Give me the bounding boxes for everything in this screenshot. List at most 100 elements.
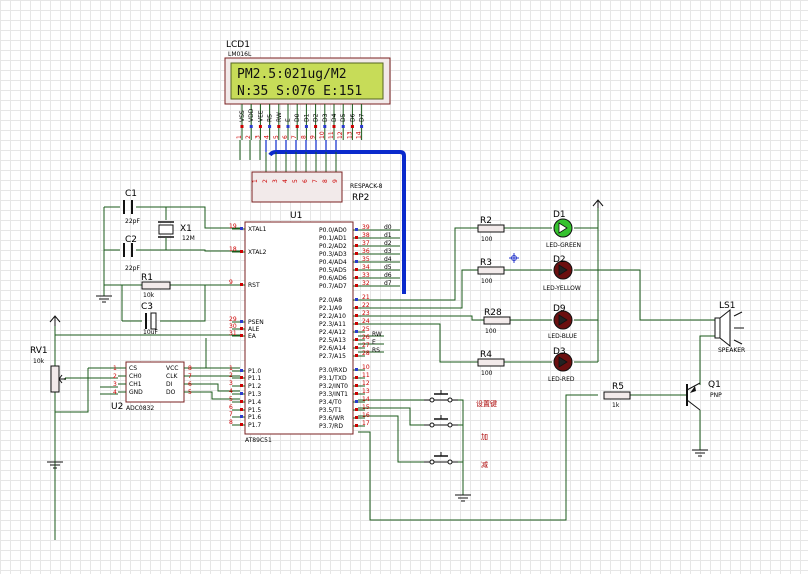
respack-pin-number: 5: [292, 179, 299, 183]
mcu-pin-name: XTAL2: [248, 249, 267, 256]
mcu-pin-number: 14: [362, 396, 370, 403]
lcd-pin-marker: [249, 125, 253, 128]
mcu-pin-marker: [240, 283, 243, 286]
mcu-pin-name: P3.4/T0: [319, 399, 342, 406]
mcu-pin-name: ALE: [248, 326, 259, 333]
net-label: RS: [372, 347, 380, 354]
lcd-pin-number: 6: [282, 135, 289, 139]
speaker-ls1[interactable]: LS1 SPEAKER: [714, 301, 745, 354]
lcd-pin-name: E: [285, 118, 292, 122]
r1-value: 10k: [143, 292, 155, 299]
r28-ref: R28: [484, 308, 502, 318]
mcu-pin-name: P0.3/AD3: [319, 251, 347, 258]
resistor-r2[interactable]: R2 100: [477, 216, 505, 243]
respack-pin-number: 1: [252, 179, 259, 183]
mcu-pin-name: P0.6/AD6: [319, 275, 347, 282]
transistor-q1[interactable]: Q1 PNP: [686, 380, 722, 411]
resistor-r4[interactable]: R4 100: [477, 350, 505, 377]
mcu-pin-number: 3: [229, 380, 233, 387]
mcu-pin-name: PSEN: [248, 319, 264, 326]
adc-pin-number: 3: [113, 381, 117, 388]
mcu-pin-name: P1.4: [248, 399, 261, 406]
d1-ref: D1: [553, 210, 566, 220]
bus-label: d7: [384, 280, 392, 287]
potentiometer-rv1[interactable]: RV1 10k: [30, 346, 66, 393]
resistor-r5[interactable]: R5 1k: [603, 382, 631, 409]
mcu-pin-name: P0.0/AD0: [319, 227, 347, 234]
mcu-pin-name: XTAL1: [248, 226, 267, 233]
mcu-pin-number: 39: [362, 224, 370, 231]
lcd-pin-marker: [314, 125, 318, 128]
mcu-pin-number: 21: [362, 294, 370, 301]
led-d9-blue[interactable]: D9 LED-BLUE: [548, 304, 577, 340]
mcu-pin-number: 11: [362, 372, 370, 379]
resistor-r28[interactable]: R28 100: [483, 308, 511, 335]
mcu-pin-number: 28: [362, 350, 370, 357]
bus-label: d1: [384, 232, 392, 239]
button-plus[interactable]: 加: [424, 415, 488, 441]
resistor-r1[interactable]: R1 10k: [141, 273, 171, 299]
lcd-pin-number: 5: [273, 135, 280, 139]
button-minus[interactable]: 减: [424, 452, 488, 469]
mcu-pin-name: P1.2: [248, 383, 261, 390]
mcu-pin-marker: [355, 400, 358, 403]
resistor-r3[interactable]: R3 100: [477, 258, 505, 285]
respack-pin-number: 8: [322, 179, 329, 183]
mcu-pin-marker: [355, 338, 358, 341]
lcd-display[interactable]: LCD1 LM016L PM2.5:021ug/M2 N:35 S:076 E:…: [224, 40, 391, 140]
mcu-pin-marker: [355, 306, 358, 309]
x1-ref: X1: [180, 224, 192, 234]
lcd-pin-number: 3: [254, 135, 261, 139]
mcu-pin-marker: [355, 408, 358, 411]
adc-pin-number: 7: [188, 373, 192, 380]
d9-value: LED-BLUE: [548, 333, 577, 340]
x1-value: 12M: [182, 235, 195, 242]
capacitor-c2[interactable]: C2 22pF: [123, 235, 140, 272]
lcd-pin-marker: [332, 125, 336, 128]
mcu-pin-number: 1: [229, 365, 233, 372]
lcd-pin-marker: [258, 125, 262, 128]
ls1-value: SPEAKER: [718, 347, 745, 354]
led-d1-green[interactable]: D1 LED-GREEN: [546, 210, 581, 249]
mcu-pin-marker: [355, 384, 358, 387]
d2-value: LED-YELLOW: [543, 285, 581, 292]
mcu-pin-marker: [355, 416, 358, 419]
mcu-pin-name: P1.1: [248, 375, 261, 382]
r3-value: 100: [481, 278, 493, 285]
mcu-pin-name: P1.0: [248, 368, 261, 375]
mcu-pin-marker: [240, 415, 243, 418]
led-d3-red[interactable]: D3 LED-RED: [548, 347, 575, 383]
r2-value: 100: [481, 236, 493, 243]
bus-label: d5: [384, 264, 392, 271]
crystal-x1[interactable]: X1 12M: [158, 221, 195, 242]
lcd-pin-number: 8: [300, 135, 307, 139]
mcu-pin-number: 13: [362, 388, 370, 395]
mcu-pin-name: P0.2/AD2: [319, 243, 347, 250]
net-label: E: [372, 339, 376, 346]
net-label: RW: [372, 331, 382, 338]
mcu-pin-marker: [355, 346, 358, 349]
mcu-pin-marker: [240, 227, 243, 230]
mcu-pin-number: 38: [362, 232, 370, 239]
lcd-pin-name: D4: [331, 113, 338, 122]
respack-ref: RP2: [352, 193, 369, 203]
r5-value: 1k: [612, 402, 620, 409]
mcu-pin-name: P0.4/AD4: [319, 259, 347, 266]
mcu-pin-marker: [355, 298, 358, 301]
mcu-pin-marker: [355, 228, 358, 231]
lcd-pin-name: RS: [267, 114, 274, 122]
mcu-pin-number: 30: [229, 323, 237, 330]
capacitor-c1[interactable]: C1 22pF: [123, 189, 140, 225]
capacitor-c3[interactable]: C3 10uF: [141, 302, 158, 336]
button-set[interactable]: 设置键: [424, 390, 497, 408]
adc-pin-number: 5: [188, 389, 192, 396]
bus-label: d4: [384, 256, 392, 263]
mcu-pin-number: 18: [229, 246, 237, 253]
led-d2-yellow[interactable]: D2 LED-YELLOW: [543, 255, 581, 292]
data-bus: [265, 140, 406, 294]
